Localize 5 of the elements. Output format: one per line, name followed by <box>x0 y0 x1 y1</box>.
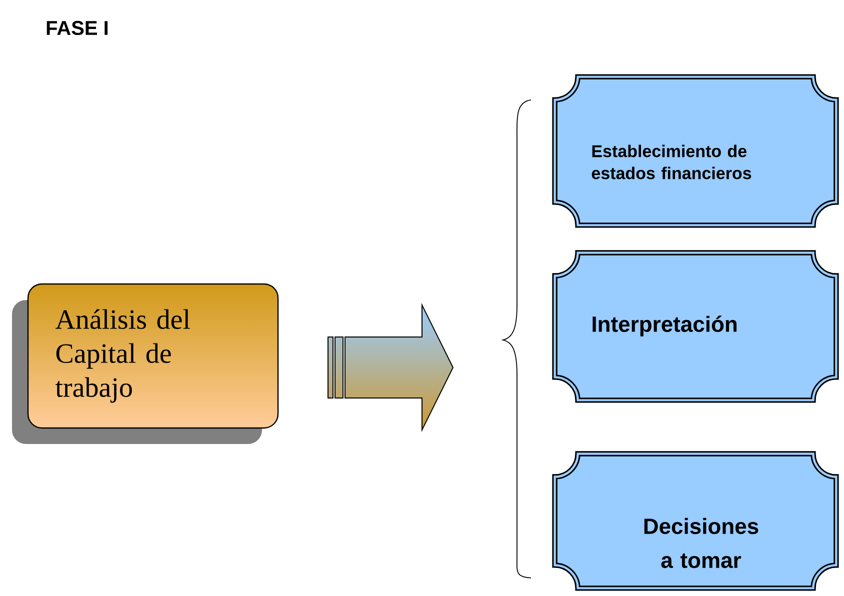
scroll-box: Decisiones a tomar <box>552 451 839 591</box>
scroll-box: Interpretación <box>552 250 839 403</box>
process-box: Análisis del Capital de trabajo <box>12 283 279 444</box>
title: FASE I <box>46 20 108 36</box>
scroll-box: Establecimiento de estados financieros <box>552 74 839 228</box>
